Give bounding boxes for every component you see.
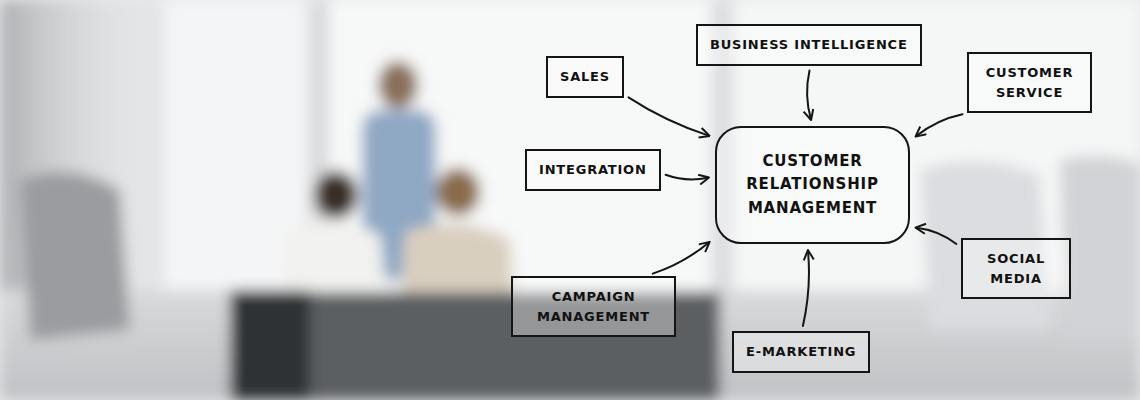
topic-box: CUSTOMER SERVICE xyxy=(967,52,1092,113)
arrow-connector xyxy=(666,175,708,180)
arrow-connector xyxy=(807,71,811,120)
box-label: CUSTOMER SERVICE xyxy=(981,63,1078,102)
topic-box: CAMPAIGN MANAGEMENT xyxy=(511,276,676,337)
box-label: BUSINESS INTELLIGENCE xyxy=(710,35,908,55)
box-label: E-MARKETING xyxy=(746,342,856,362)
hub-box: CUSTOMER RELATIONSHIP MANAGEMENT xyxy=(715,126,910,244)
hub-text-wrap: CUSTOMER RELATIONSHIP MANAGEMENT xyxy=(731,150,894,220)
topic-box: INTEGRATION xyxy=(525,149,661,191)
arrow-connector xyxy=(917,228,957,244)
box-label: CAMPAIGN MANAGEMENT xyxy=(525,287,662,326)
arrow-connector xyxy=(916,114,962,136)
box-label: SALES xyxy=(560,67,610,87)
topic-box: SALES xyxy=(546,56,624,98)
arrow-connector xyxy=(629,97,709,135)
box-label: INTEGRATION xyxy=(539,160,647,180)
arrow-connector xyxy=(653,243,709,274)
topic-box: E-MARKETING xyxy=(732,331,870,373)
box-label: SOCIAL MEDIA xyxy=(975,249,1057,288)
box-label: CUSTOMER RELATIONSHIP MANAGEMENT xyxy=(731,150,894,220)
topic-box: BUSINESS INTELLIGENCE xyxy=(696,24,922,66)
arrow-connector xyxy=(803,251,809,326)
topic-box: SOCIAL MEDIA xyxy=(961,238,1071,299)
